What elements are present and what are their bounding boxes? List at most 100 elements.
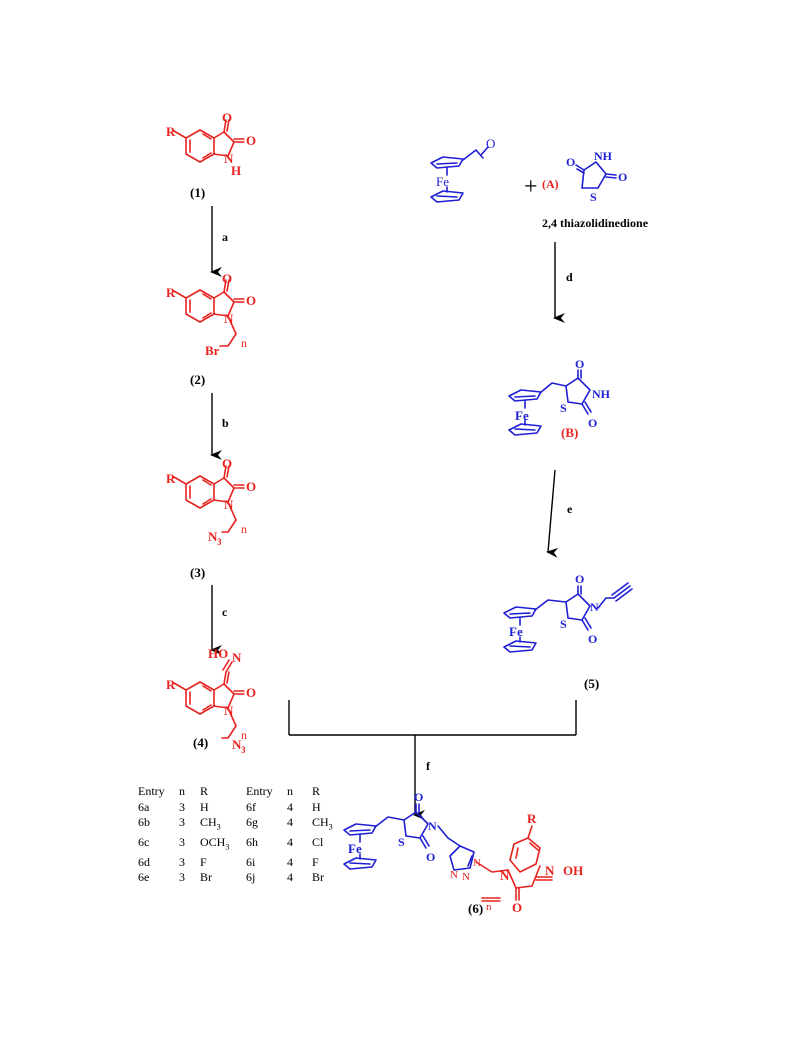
table-row: 6b 3 CH3 6g 4 CH3 [138, 815, 342, 835]
atom-S-5: S [560, 617, 567, 631]
atom-O-5a: O [575, 572, 584, 586]
atom-N-oxime-6: N [545, 863, 555, 878]
atom-N-oxime-4: N [232, 650, 242, 665]
table-cell: 6e [138, 870, 150, 885]
table-cell: CH3 [200, 815, 221, 832]
atom-R-6: R [527, 811, 537, 826]
label-compound-6: (6) [468, 901, 483, 916]
atom-O-2b: O [246, 293, 256, 308]
atom-N-triazole-1: N [450, 869, 458, 881]
step-label-d: d [566, 270, 573, 284]
thiazolidinedione-A: NH O O S (A) 2,4 thiazolidinedione [542, 149, 649, 230]
atom-O-2a: O [222, 271, 232, 286]
table-cell: 3 [179, 799, 185, 814]
atom-Fe-reactant: Fe [436, 174, 449, 189]
table-cell: 6a [138, 799, 150, 814]
label-compound-4: (4) [193, 735, 208, 750]
plus-sign: + [524, 174, 538, 200]
atom-O-aldehyde: O [486, 136, 495, 151]
table-cell: H [312, 799, 321, 814]
table-cell: OCH3 [200, 834, 230, 852]
label-B: (B) [561, 425, 578, 440]
table-cell: 4 [287, 834, 293, 849]
table-cell: 3 [179, 815, 185, 829]
table-cell: 4 [287, 854, 293, 869]
atom-O-4: O [246, 685, 256, 700]
table-cell: F [200, 854, 207, 869]
atom-N-3: N [224, 497, 234, 512]
label-compound-2: (2) [190, 372, 205, 387]
atom-O-A1: O [566, 155, 575, 169]
atom-O-1b: O [246, 133, 256, 148]
atom-O-B1: O [575, 357, 584, 371]
table-header-cell: Entry [138, 784, 165, 798]
ferrocene-carboxaldehyde: O Fe [430, 136, 495, 203]
index-n-3: n [241, 522, 247, 536]
atom-N-6: N [428, 819, 437, 833]
table-cell: 6i [246, 854, 256, 869]
atom-Fe-5: Fe [509, 624, 523, 639]
atom-S-6: S [398, 835, 405, 849]
table-cell: 4 [287, 815, 293, 829]
atom-O-isatin-6: O [512, 900, 522, 915]
table-cell: 6b [138, 815, 150, 829]
atom-R-2: R [166, 285, 176, 300]
table-cell: H [200, 799, 209, 814]
atom-O-6b: O [426, 850, 435, 864]
arrow-step-e [546, 469, 559, 558]
label-compound-5: (5) [584, 676, 599, 691]
table-header-cell: n [287, 784, 293, 798]
atom-R-3: R [166, 471, 176, 486]
table-cell: 6d [138, 854, 150, 869]
atom-N3-4: N [232, 737, 242, 752]
table-header-cell: R [312, 784, 321, 798]
table-cell: 6g [246, 815, 258, 829]
table-cell: 6h [246, 834, 258, 849]
atom-N3-3: N [208, 529, 218, 544]
table-cell: CH3 [312, 815, 333, 832]
atom-O-5b: O [588, 632, 597, 646]
atom-Fe-B: Fe [515, 408, 529, 423]
compound-2: R O O N Br n (2) [166, 271, 256, 387]
table-cell: 4 [287, 870, 293, 885]
index-n-4: n [241, 728, 247, 742]
atom-N-triazole-2: N [462, 871, 470, 883]
atom-N-1: N [224, 151, 234, 166]
compound-3: R O O N N 3 n (3) [166, 456, 256, 580]
atom-H-1: H [231, 163, 241, 178]
label-A: (A) [542, 177, 559, 191]
step-label-a: a [222, 230, 228, 244]
table-cell: 3 [179, 834, 185, 849]
compound-1: R O O N H (1) [166, 110, 256, 200]
atom-O-3b: O [246, 479, 256, 494]
atom-NH-B: NH [592, 387, 611, 401]
table-cell: 6c [138, 834, 150, 849]
atom-O-6a: O [414, 790, 423, 804]
atom-O-A2: O [618, 170, 627, 184]
label-compound-3: (3) [190, 565, 205, 580]
atom-N-5: N [590, 600, 599, 614]
table-cell: 4 [287, 799, 293, 814]
table-cell: Cl [312, 834, 324, 849]
atom-N-triazole-3: N [473, 857, 481, 869]
compound-5: O N S O Fe (5) [503, 572, 633, 691]
table-cell: 3 [179, 870, 185, 885]
atom-O-1a: O [222, 110, 232, 125]
table-cell: 6j [246, 870, 256, 885]
atom-OH-6: OH [563, 863, 583, 878]
atom-NH-A: NH [594, 149, 613, 163]
atom-R-4: R [166, 677, 176, 692]
atom-N-2: N [224, 311, 234, 326]
atom-N3-sub-3: 3 [217, 537, 222, 547]
step-label-f: f [426, 759, 431, 773]
atom-N-isatin-6: N [500, 868, 510, 883]
atom-O-B2: O [588, 416, 597, 430]
table-cell: 3 [179, 854, 185, 869]
